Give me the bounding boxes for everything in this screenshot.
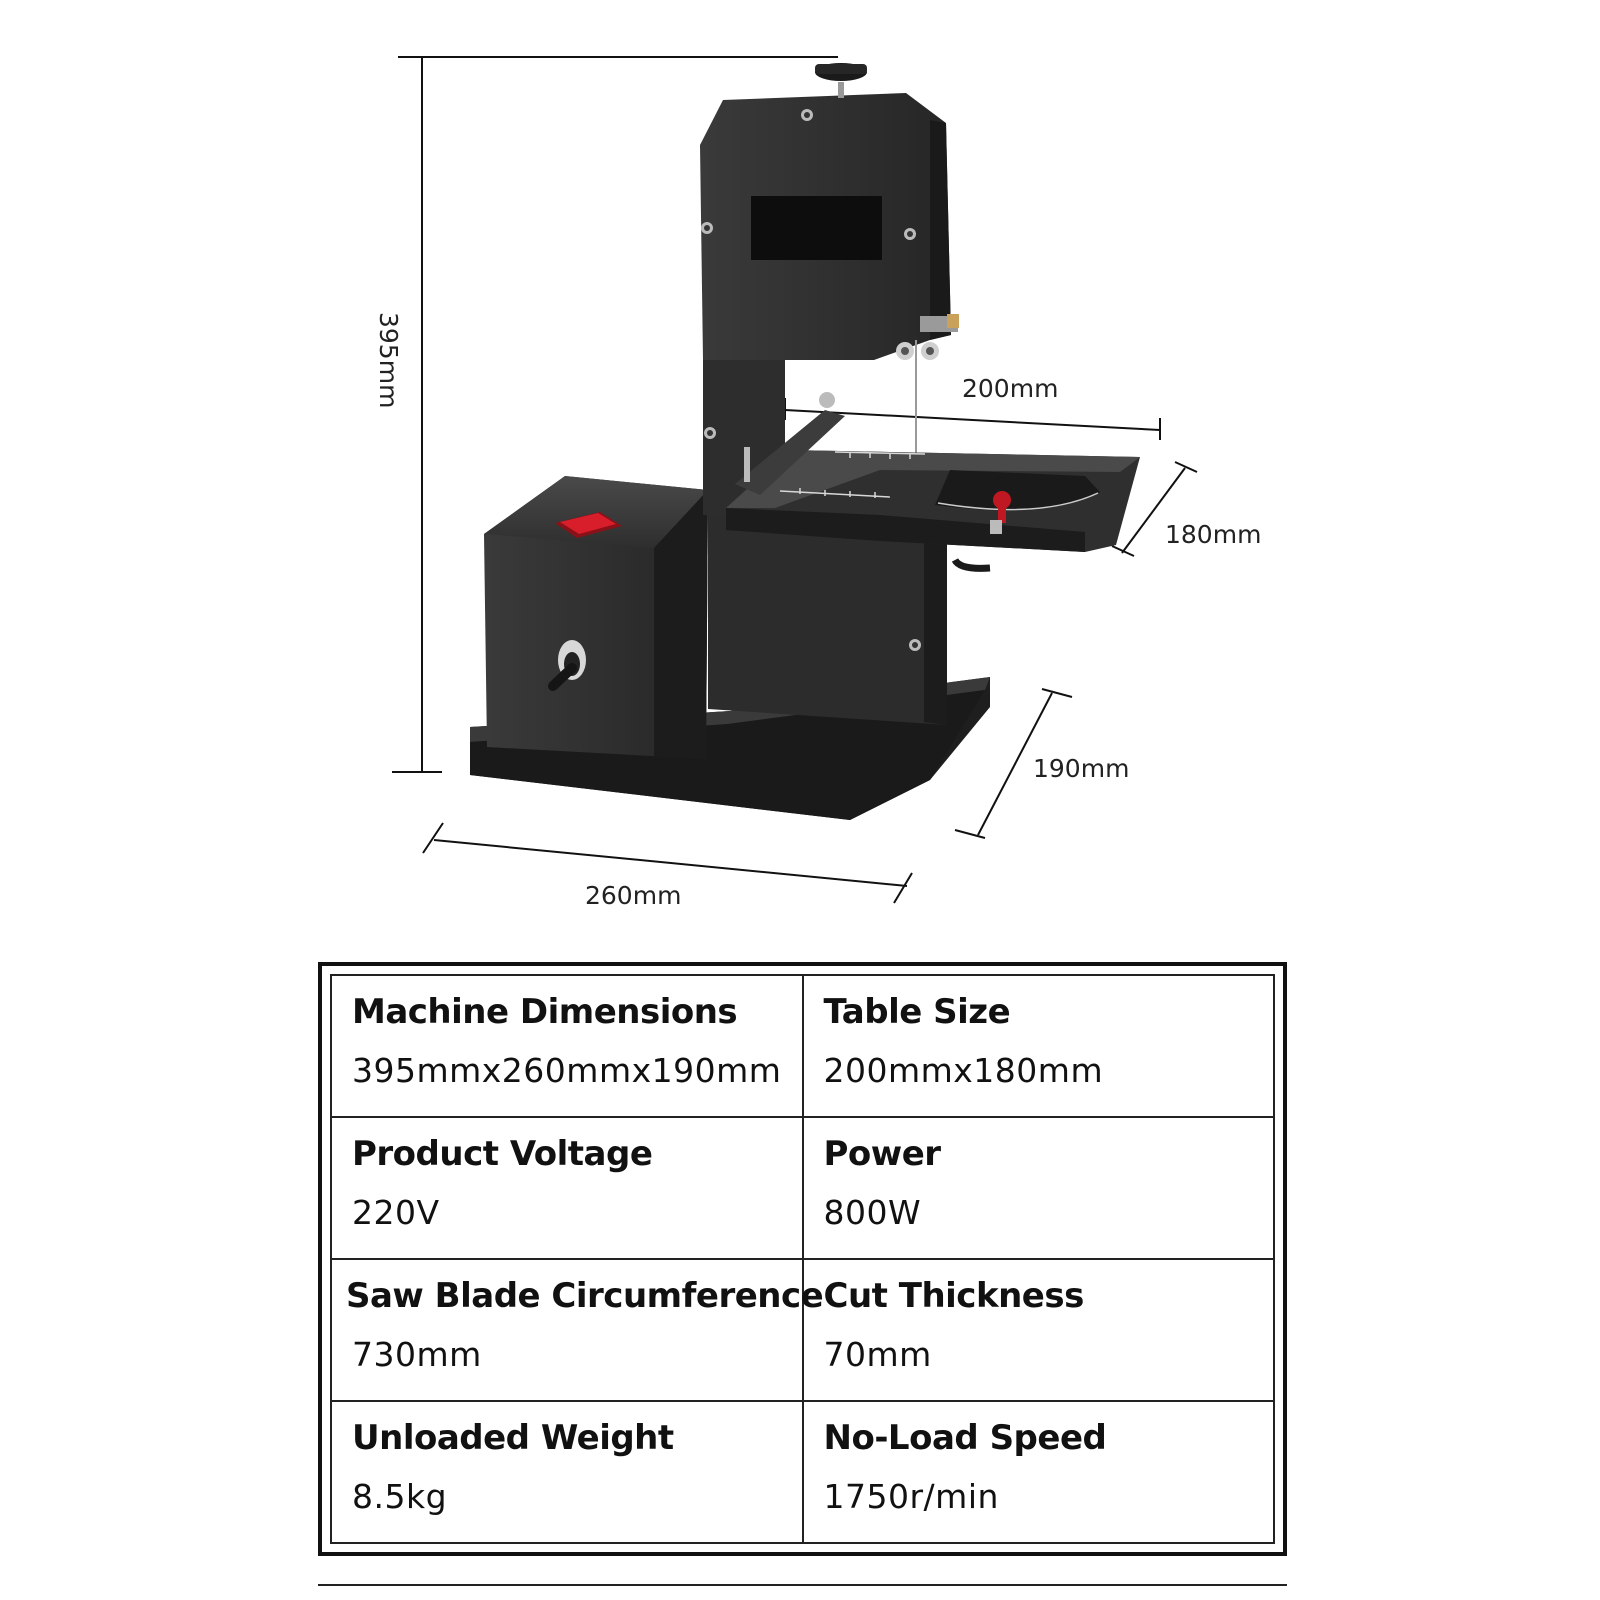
table-depth-dimension-label: 180mm bbox=[1165, 520, 1261, 549]
tension-knob bbox=[548, 640, 586, 691]
lower-cabinet bbox=[708, 506, 947, 725]
spec-label: Machine Dimensions bbox=[352, 992, 738, 1032]
spec-value: 200mmx180mm bbox=[823, 1050, 1104, 1090]
spec-value: 800W bbox=[823, 1192, 922, 1232]
spec-value: 730mm bbox=[352, 1334, 482, 1374]
spec-cell-table-size: Table Size 200mmx180mm bbox=[801, 974, 1275, 1118]
spec-value: 70mm bbox=[823, 1334, 932, 1374]
housing-window bbox=[751, 196, 882, 260]
spec-cell-no-load-speed: No-Load Speed 1750r/min bbox=[801, 1400, 1275, 1544]
spec-label: Saw Blade Circumference bbox=[346, 1276, 824, 1316]
table-ruler bbox=[779, 451, 926, 498]
spec-cell-cut-thickness: Cut Thickness 70mm bbox=[801, 1258, 1275, 1402]
table-row: Unloaded Weight 8.5kg No-Load Speed 1750… bbox=[330, 1400, 1275, 1544]
spec-value: 1750r/min bbox=[823, 1476, 999, 1516]
spec-label: No-Load Speed bbox=[823, 1418, 1107, 1458]
spec-label: Unloaded Weight bbox=[352, 1418, 674, 1458]
spec-cell-power: Power 800W bbox=[801, 1116, 1275, 1260]
band-saw-product-diagram: 395mm 200mm 180mm 190mm 260mm bbox=[374, 56, 1261, 910]
table-width-dimension-label: 200mm bbox=[962, 374, 1058, 403]
band-saw-machine bbox=[470, 63, 1140, 820]
spec-value: 8.5kg bbox=[352, 1476, 448, 1516]
spec-label: Cut Thickness bbox=[823, 1276, 1085, 1316]
spec-cell-machine-dimensions: Machine Dimensions 395mmx260mmx190mm bbox=[330, 974, 804, 1118]
specifications-table-frame: Machine Dimensions 395mmx260mmx190mm Tab… bbox=[318, 962, 1287, 1556]
spec-cell-saw-blade-circumference: Saw Blade Circumference 730mm bbox=[330, 1258, 824, 1402]
dimension-lines bbox=[392, 56, 1198, 904]
spec-value: 220V bbox=[352, 1192, 440, 1232]
power-switch bbox=[555, 512, 622, 538]
table-row: Product Voltage 220V Power 800W bbox=[330, 1116, 1275, 1260]
table-row: Saw Blade Circumference 730mm Cut Thickn… bbox=[330, 1258, 1275, 1402]
spec-label: Product Voltage bbox=[352, 1134, 653, 1174]
height-dimension-label: 395mm bbox=[374, 312, 403, 408]
blade-guide bbox=[896, 314, 959, 360]
base-width-dimension-label: 260mm bbox=[585, 881, 681, 910]
bottom-divider bbox=[318, 1584, 1287, 1586]
base-depth-dimension-label: 190mm bbox=[1033, 754, 1129, 783]
table-row: Machine Dimensions 395mmx260mmx190mm Tab… bbox=[330, 974, 1275, 1118]
spec-cell-product-voltage: Product Voltage 220V bbox=[330, 1116, 804, 1260]
top-knob bbox=[815, 63, 867, 98]
spec-value: 395mmx260mmx190mm bbox=[352, 1050, 782, 1090]
miter-gauge bbox=[935, 470, 1100, 534]
spec-label: Table Size bbox=[823, 992, 1011, 1032]
spec-cell-unloaded-weight: Unloaded Weight 8.5kg bbox=[330, 1400, 804, 1544]
spec-label: Power bbox=[823, 1134, 942, 1174]
specifications-table: Machine Dimensions 395mmx260mmx190mm Tab… bbox=[330, 974, 1275, 1544]
rip-fence bbox=[735, 410, 845, 495]
